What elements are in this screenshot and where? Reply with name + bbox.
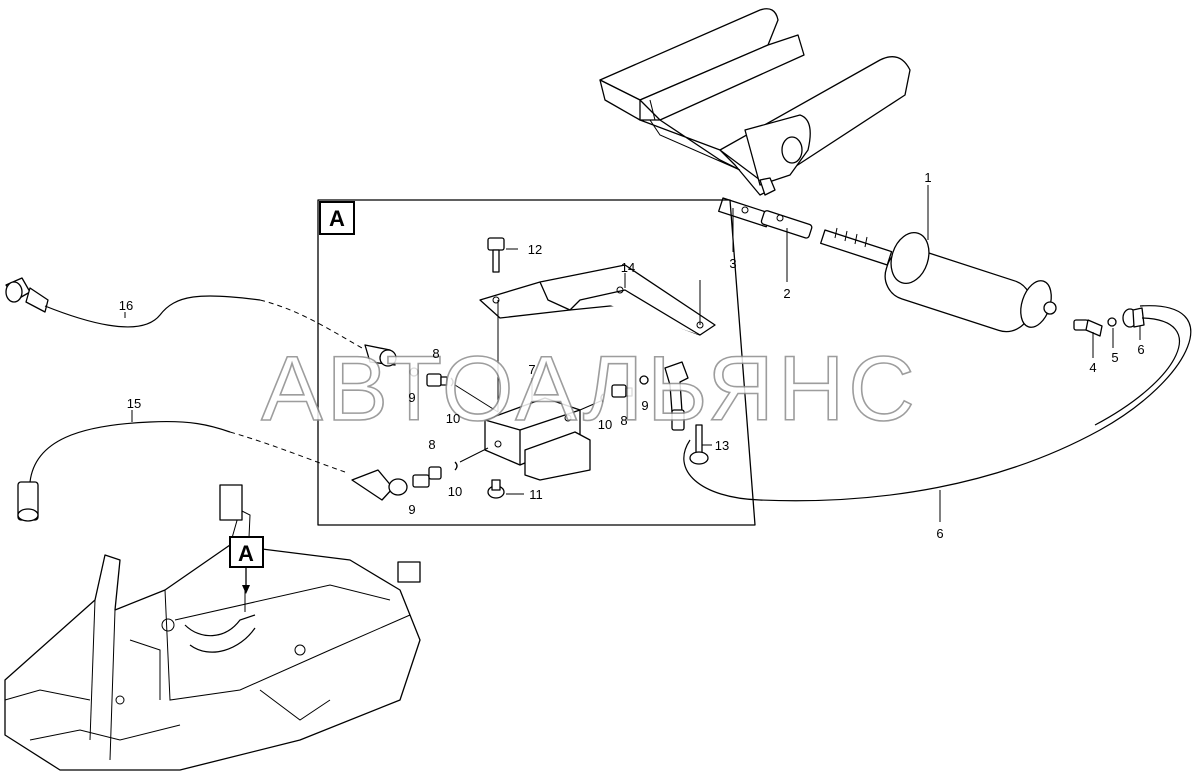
detail-label: A — [329, 206, 345, 231]
callout-14: 14 — [621, 260, 635, 275]
callout-6b: 6 — [936, 526, 943, 541]
fittings-lower — [351, 447, 489, 501]
machine-frame — [4, 484, 421, 771]
callout-10a: 10 — [446, 411, 460, 426]
bolt-12 — [487, 237, 505, 273]
callout-13: 13 — [715, 438, 729, 453]
detail-callout-label: A — [238, 541, 254, 566]
detail-callout-a — [229, 536, 264, 594]
callout-10c: 10 — [448, 484, 462, 499]
bolt-13 — [689, 424, 709, 465]
callout-6a: 6 — [1137, 342, 1144, 357]
lift-arm-frame — [599, 8, 911, 196]
valve-block — [484, 397, 591, 481]
fittings-upper-right — [579, 361, 689, 431]
fittings-right — [1073, 307, 1145, 337]
callout-1: 1 — [924, 170, 931, 185]
callout-16: 16 — [119, 298, 133, 313]
callout-9a: 9 — [408, 390, 415, 405]
callout-12: 12 — [528, 242, 542, 257]
hose-6 — [683, 305, 1192, 502]
callout-5: 5 — [1111, 350, 1118, 365]
callout-9b: 9 — [641, 398, 648, 413]
leader-lines — [124, 185, 1141, 522]
callout-8c: 8 — [428, 437, 435, 452]
hose-16 — [5, 277, 363, 349]
callout-numbers: A A 1 2 3 4 5 6 6 7 8 8 8 9 9 9 10 10 10… — [119, 170, 1145, 566]
callout-3: 3 — [729, 256, 736, 271]
detail-box-a — [317, 199, 756, 526]
callout-7: 7 — [528, 362, 535, 377]
callout-15: 15 — [127, 396, 141, 411]
mounting-bracket — [479, 264, 716, 412]
hose-6-inner — [1094, 317, 1181, 426]
callout-4: 4 — [1089, 360, 1096, 375]
fittings-upper-left — [364, 344, 499, 413]
hose-15 — [17, 421, 346, 522]
watermark: АВТОАЛЬЯНС — [261, 338, 919, 440]
callout-9c: 9 — [408, 502, 415, 517]
callout-8b: 8 — [620, 413, 627, 428]
callout-2: 2 — [783, 286, 790, 301]
bolt-11 — [487, 479, 505, 499]
callout-8a: 8 — [432, 346, 439, 361]
hydraulic-cylinder — [718, 197, 1057, 333]
callout-11: 11 — [529, 487, 543, 502]
callout-10b: 10 — [598, 417, 612, 432]
